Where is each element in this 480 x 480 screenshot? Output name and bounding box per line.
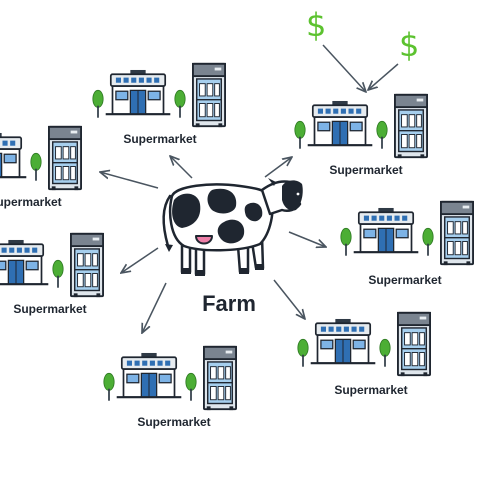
dollar-sign-icon: $ xyxy=(306,6,326,44)
store-icon xyxy=(298,313,430,376)
cow-icon xyxy=(162,178,303,276)
store-icon xyxy=(295,95,427,158)
store-icon xyxy=(104,347,236,410)
arrows xyxy=(100,44,399,333)
supermarket-label: Supermarket xyxy=(123,132,196,146)
supermarket-node-top-left: Supermarket xyxy=(93,64,225,146)
arrow-to-right-bottom xyxy=(273,279,305,319)
hub-label: Farm xyxy=(202,291,256,316)
supermarket-label: Supermarket xyxy=(329,163,402,177)
store-icon xyxy=(341,202,473,265)
arrow-to-top-left xyxy=(170,156,193,179)
supermarket-node-right-bottom: Supermarket xyxy=(298,313,430,397)
arrow-to-bottom xyxy=(142,282,167,333)
supermarket-node-right-top: Supermarket xyxy=(295,95,427,177)
supermarket-label: Supermarket xyxy=(0,195,62,209)
arrow-to-left-lower xyxy=(121,247,159,273)
store-icon xyxy=(0,234,103,297)
supermarket-node-bottom: Supermarket xyxy=(104,347,236,429)
supermarket-label: Supermarket xyxy=(137,415,210,429)
supermarket-node-left-lower: Supermarket xyxy=(0,234,103,316)
farm-hub: Farm xyxy=(162,178,303,316)
supermarket-label: Supermarket xyxy=(334,383,407,397)
dollar-sign-icon: $ xyxy=(399,26,419,64)
arrow-to-left-upper xyxy=(100,172,159,189)
store-icon xyxy=(0,127,81,190)
arrow-to-right-top xyxy=(264,157,292,178)
arrow-from-money-1 xyxy=(322,44,366,92)
supermarket-label: Supermarket xyxy=(13,302,86,316)
arrow-to-right-middle xyxy=(288,231,326,247)
supermarket-node-left-upper: Supermarket xyxy=(0,127,81,209)
money: $ $ xyxy=(306,6,419,64)
store-icon xyxy=(93,64,225,127)
supermarket-node-right-middle: Supermarket xyxy=(341,202,473,287)
supermarket-label: Supermarket xyxy=(368,273,441,287)
arrow-from-money-2 xyxy=(368,63,399,90)
